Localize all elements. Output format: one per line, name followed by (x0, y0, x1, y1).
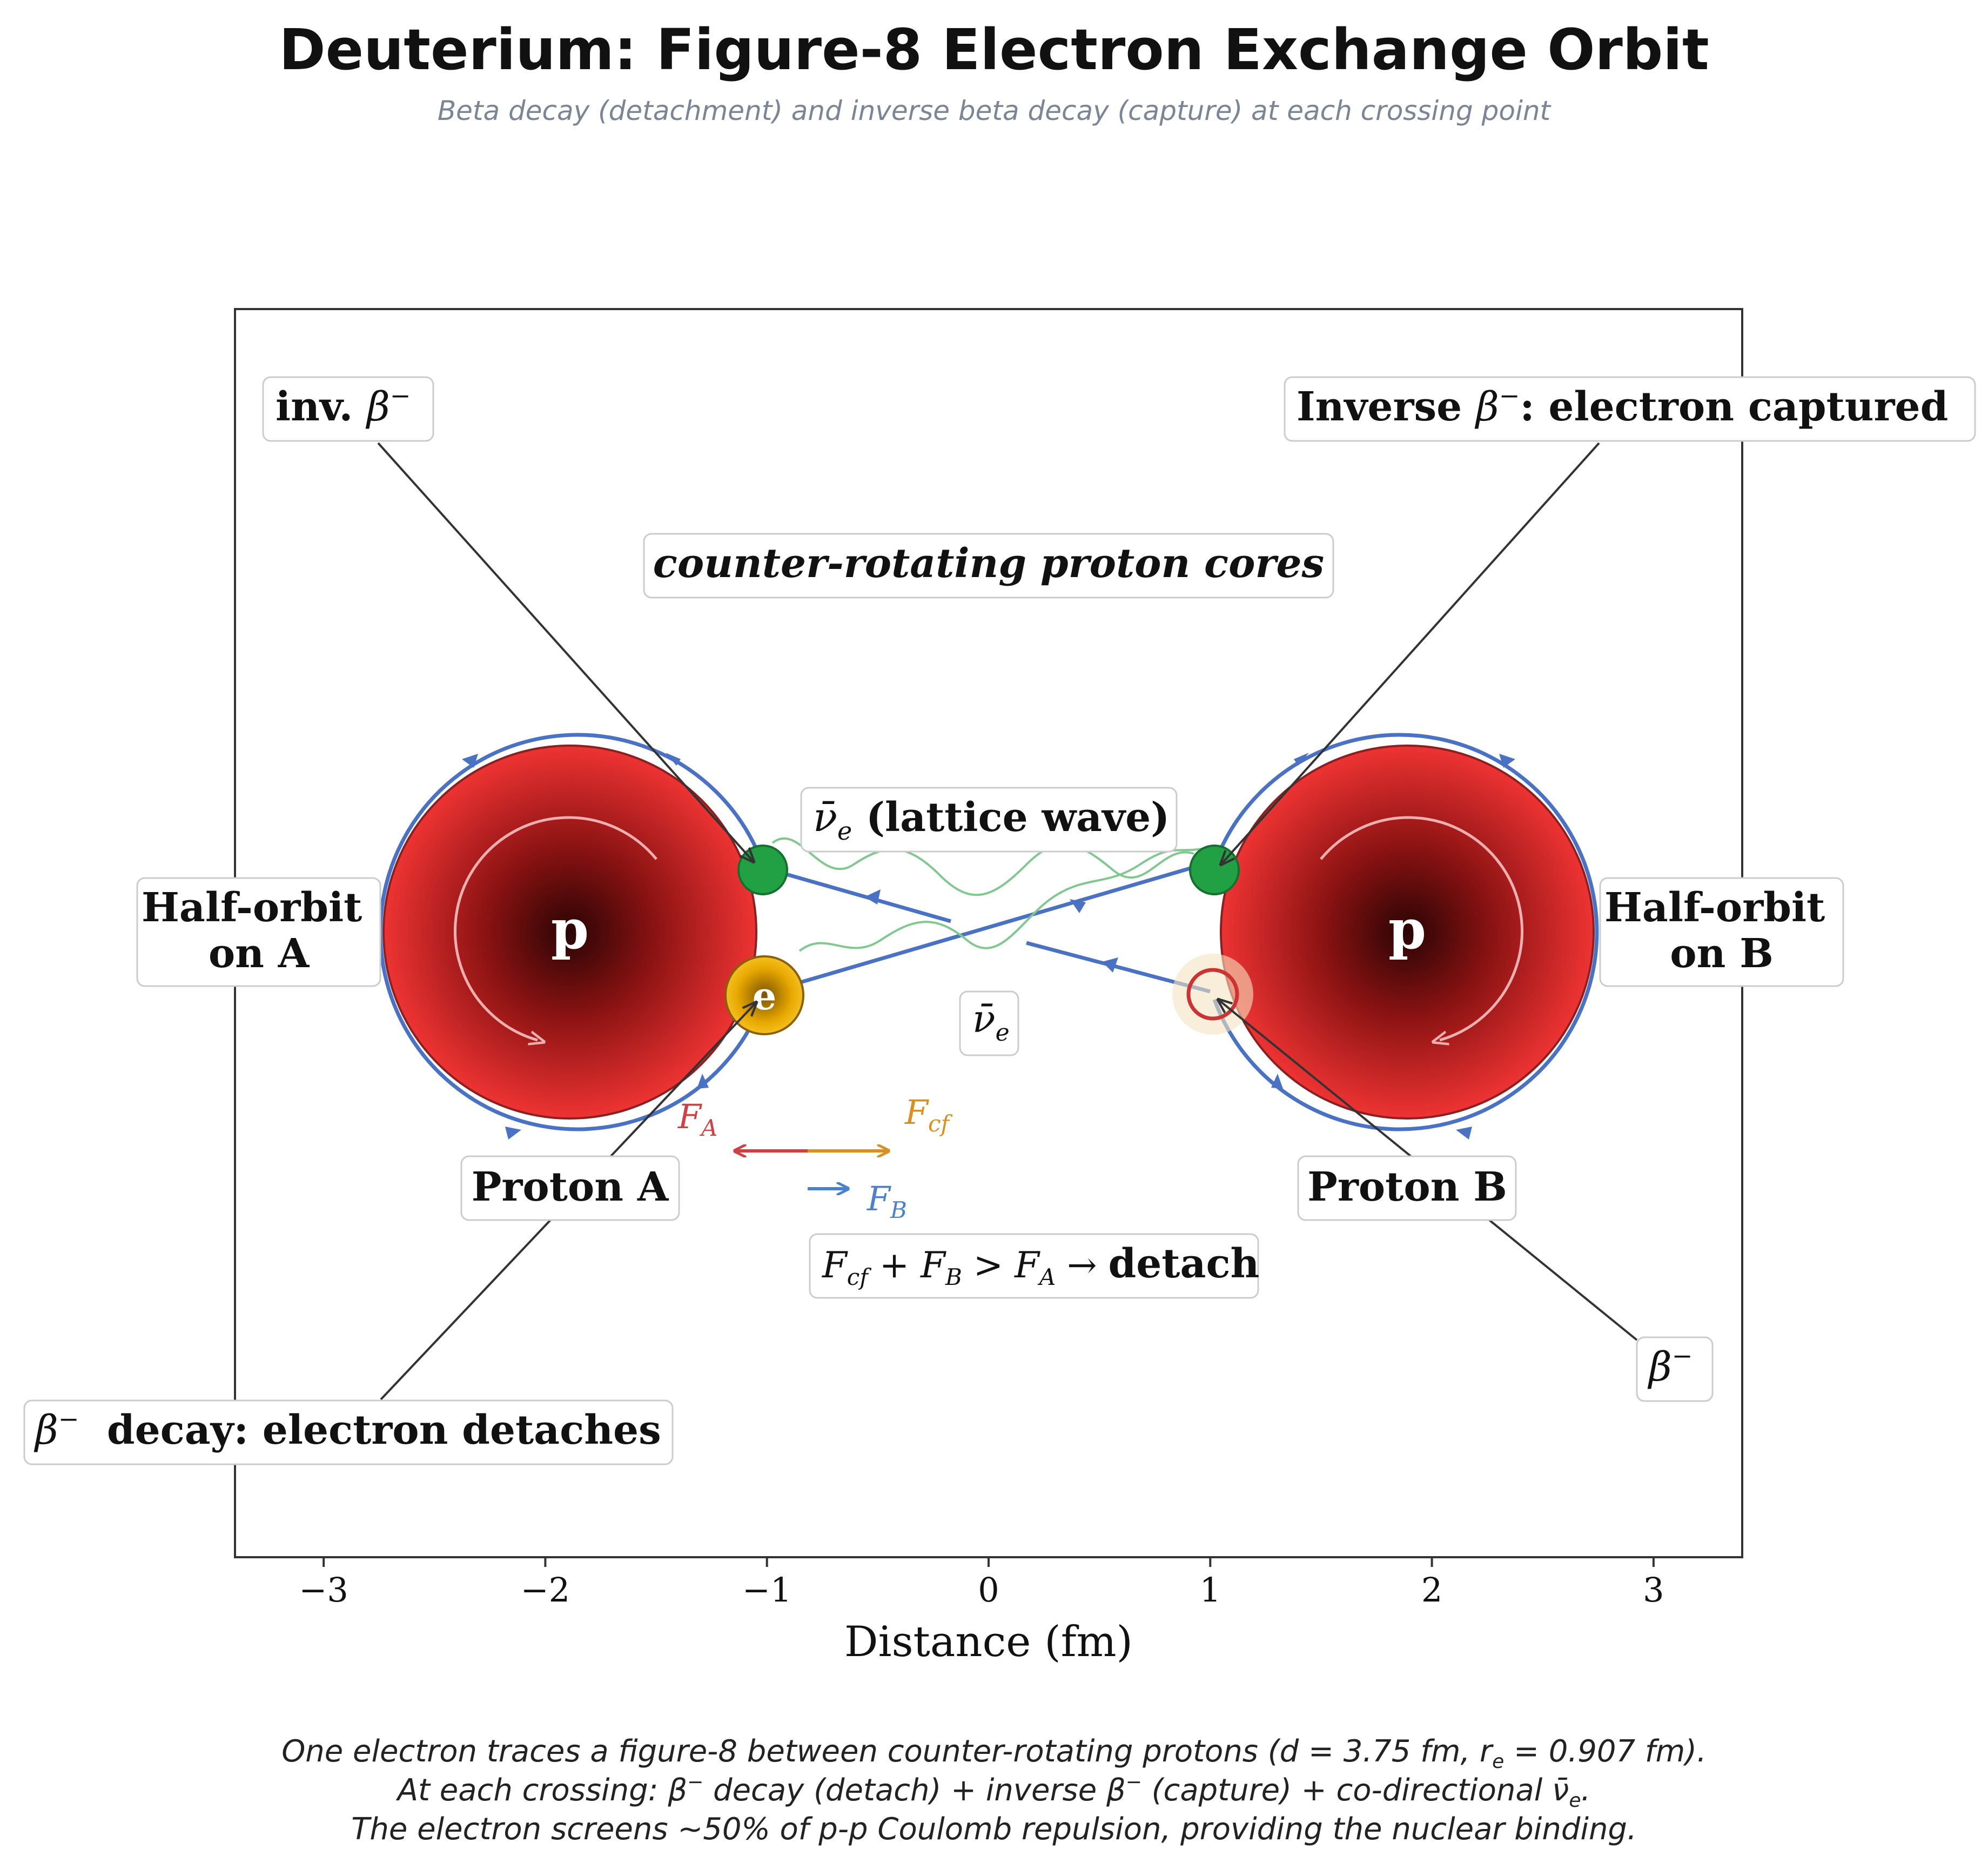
crossing-arrows (864, 889, 1118, 973)
box-inv-beta-captured (1284, 376, 1976, 442)
proton-a-symbol: p (551, 897, 589, 961)
box-half-orbit-b (1599, 877, 1844, 987)
page-title: Deuterium: Figure-8 Electron Exchange Or… (279, 17, 1709, 83)
force-cf-label: Fcf (904, 1093, 953, 1137)
label-half-orbit-b: Half-orbit on B (1604, 885, 1839, 977)
label-boxes (23, 376, 1976, 1465)
caption-line-2: At each crossing: β− decay (detach) + in… (396, 1771, 1591, 1812)
neutrino-waves (771, 837, 1205, 952)
label-proton-b: Proton B (1307, 1164, 1507, 1210)
vacancy-ring (1186, 968, 1239, 1021)
box-proton-b (1297, 1155, 1517, 1221)
half-orbit-a-line2: on A (209, 930, 310, 977)
vacancy-glow (1172, 954, 1253, 1035)
orbit-direction-arrows (462, 753, 1515, 1140)
path-e-to-b (796, 865, 1194, 986)
box-half-orbit-a (136, 877, 381, 987)
half-orbit-a-line1: Half-orbit (142, 885, 362, 931)
label-inv-beta-captured: Inverse β−: electron captured (1297, 381, 1948, 430)
electron-symbol: e (753, 974, 777, 1019)
box-counter-rotating (643, 533, 1334, 599)
half-orbit-b-line1: Half-orbit (1604, 885, 1825, 931)
page-subtitle: Beta decay (detachment) and inverse beta… (438, 95, 1552, 126)
label-half-orbit-a: Half-orbit on A (142, 885, 376, 977)
x-tick-label: 3 (1643, 1570, 1664, 1610)
force-a-label: FA (677, 1097, 717, 1141)
label-proton-a: Proton A (472, 1164, 669, 1210)
wave-lower (798, 847, 1205, 952)
x-tick-label: −2 (521, 1570, 570, 1610)
proton-b-core (1220, 745, 1595, 1120)
x-axis-label: Distance (fm) (844, 1618, 1133, 1666)
force-arrows (735, 1151, 889, 1189)
pointer-inv-beta-captured (1221, 442, 1600, 865)
box-beta-short (1636, 1336, 1714, 1402)
orbit-loop-b (1212, 733, 1599, 1131)
proton-a: p (382, 745, 757, 1120)
x-tick-label: 2 (1421, 1570, 1442, 1610)
wave-upper (771, 837, 1194, 896)
proton-a-rotation-arrow (454, 816, 657, 1040)
box-beta-decay (23, 1399, 674, 1465)
label-counter-rotating: counter-rotating proton cores (653, 540, 1324, 587)
box-nu-lattice (800, 787, 1178, 853)
x-axis-ticks: −3 −2 −1 0 1 2 3 (299, 1557, 1664, 1610)
caption-line-1: One electron traces a figure-8 between c… (281, 1734, 1707, 1773)
label-inv-beta-short: inv. β− (276, 381, 411, 430)
x-tick-label: −3 (299, 1570, 348, 1610)
box-equation (809, 1233, 1259, 1299)
pointer-inv-beta-short (377, 442, 754, 862)
force-b-label: FB (867, 1179, 907, 1223)
label-nu-lattice: ν̄e (lattice wave) (813, 794, 1170, 846)
label-equation: Fcf + FB > FA → detach (822, 1241, 1259, 1290)
half-orbit-b-line2: on B (1670, 930, 1773, 977)
box-nu-small (959, 990, 1019, 1056)
box-inv-beta-short (262, 376, 434, 442)
x-tick-label: 0 (978, 1570, 999, 1610)
box-proton-a (460, 1155, 680, 1221)
path-a-upper (761, 865, 951, 923)
proton-a-core (382, 745, 757, 1120)
label-nu-small: ν̄e (972, 997, 1010, 1047)
x-tick-label: −1 (742, 1570, 791, 1610)
x-tick-label: 1 (1200, 1570, 1221, 1610)
caption-line-3: The electron screens ~50% of p-p Coulomb… (351, 1812, 1637, 1847)
label-beta-decay: β− decay: electron detaches (33, 1404, 661, 1453)
figure-8-crossing (761, 865, 1211, 994)
label-beta-short: β− (1647, 1341, 1693, 1390)
proton-b-symbol: p (1388, 897, 1426, 961)
proton-b: p (1220, 745, 1595, 1120)
proton-b-rotation-arrow (1320, 816, 1523, 1040)
